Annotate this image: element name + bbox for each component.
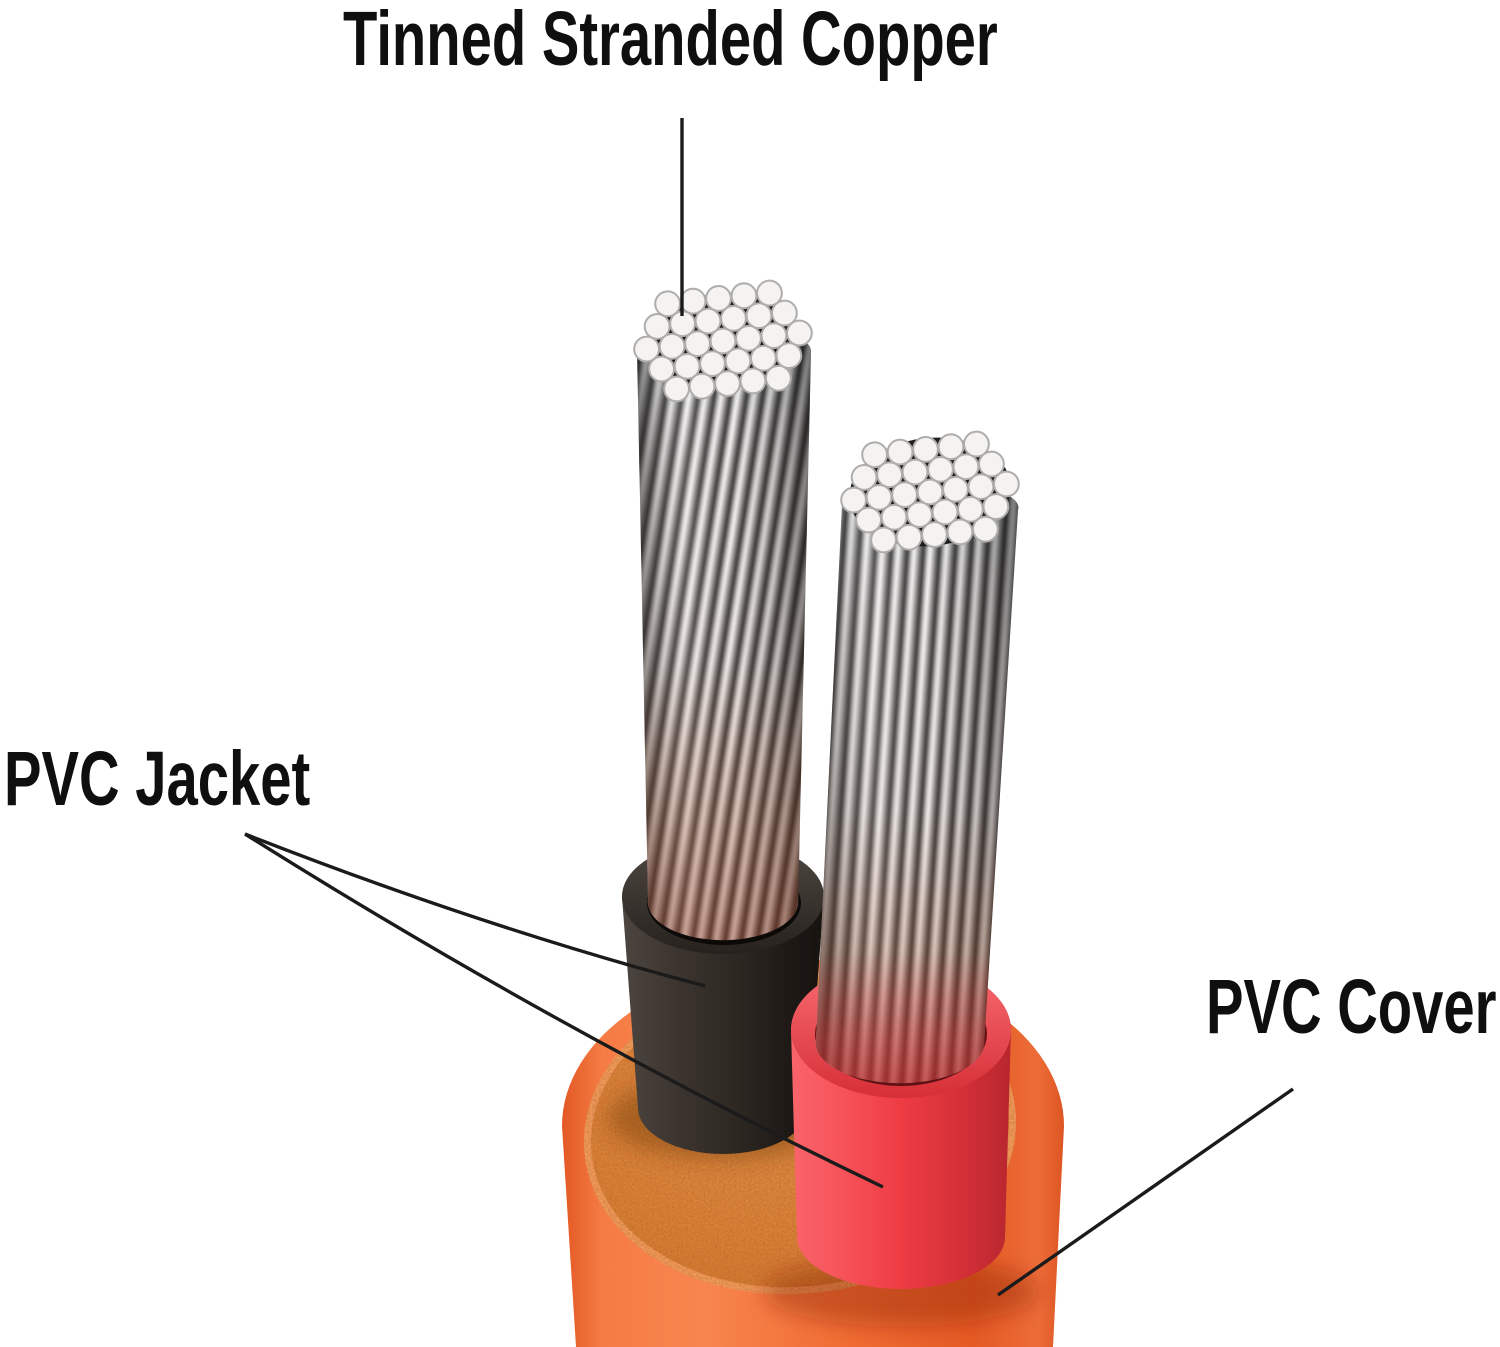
right-copper-cross-section bbox=[840, 430, 1020, 554]
leader-line-jacket-red bbox=[244, 832, 884, 1189]
leader-line-cover bbox=[997, 1087, 1294, 1297]
leader-line-jacket-black bbox=[244, 832, 706, 988]
leader-lines bbox=[244, 118, 1294, 1297]
label-tinned-stranded-copper: Tinned Stranded Copper bbox=[343, 0, 998, 82]
label-pvc-jacket: PVC Jacket bbox=[4, 736, 311, 822]
left-copper-strands bbox=[637, 324, 812, 941]
label-pvc-cover: PVC Cover bbox=[1206, 964, 1497, 1050]
left-copper-cross-section bbox=[633, 279, 813, 403]
